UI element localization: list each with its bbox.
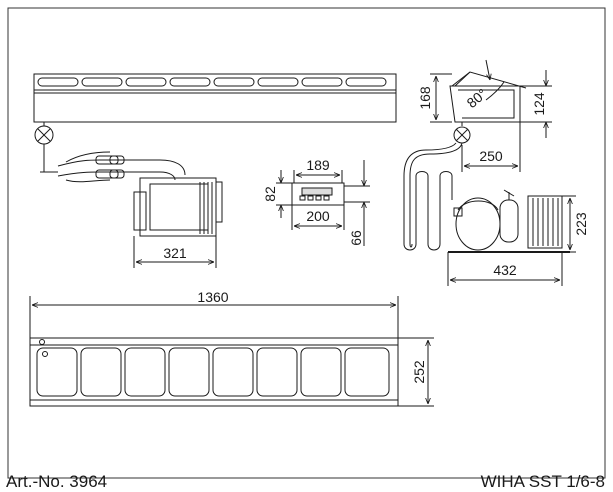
side-angle-label: 80° — [464, 85, 491, 111]
dimension-432-label: 432 — [493, 262, 517, 278]
dimension-252-label: 252 — [411, 360, 427, 384]
dimension-124-label: 124 — [531, 92, 547, 116]
dimension-1360-label: 1360 — [197, 289, 228, 305]
model-name: WIHA SST 1/6-8 — [480, 472, 605, 491]
dimension-82-label: 82 — [262, 186, 278, 202]
dimension-200 — [291, 205, 345, 230]
dimension-168 — [430, 73, 452, 123]
small-condensing-unit — [133, 177, 223, 237]
dimension-168-label: 168 — [417, 86, 433, 110]
dimension-321 — [133, 236, 217, 268]
dimension-250-label: 250 — [479, 148, 503, 164]
article-number: Art.-No. 3964 — [6, 472, 108, 491]
dimension-1360 — [29, 296, 399, 340]
front-view-counter — [29, 337, 399, 407]
condensing-unit — [448, 189, 570, 253]
dimension-200-label: 200 — [306, 208, 330, 224]
dimension-189 — [293, 170, 343, 183]
dimension-223-label: 223 — [573, 212, 589, 236]
small-unit-fins — [199, 182, 213, 234]
dimension-321-label: 321 — [163, 245, 187, 261]
angle-indicator — [485, 59, 490, 80]
dimension-250 — [461, 122, 521, 172]
dimension-252 — [398, 337, 434, 407]
top-view-pan-slots — [37, 77, 387, 87]
dimension-124 — [520, 70, 552, 138]
left-valve-and-piping — [34, 122, 186, 183]
controller-unit — [291, 182, 345, 206]
top-view-counter — [33, 73, 397, 123]
dimension-432 — [447, 252, 563, 286]
dimension-66 — [344, 160, 370, 246]
dimension-66-label: 66 — [348, 230, 364, 246]
condenser-fins — [532, 198, 559, 246]
drawing-frame — [7, 7, 606, 479]
front-view-pans — [36, 347, 390, 397]
dimension-189-label: 189 — [306, 157, 330, 173]
dimension-223 — [562, 195, 576, 253]
right-valve-and-coils — [403, 122, 471, 251]
dimension-82 — [276, 170, 292, 218]
